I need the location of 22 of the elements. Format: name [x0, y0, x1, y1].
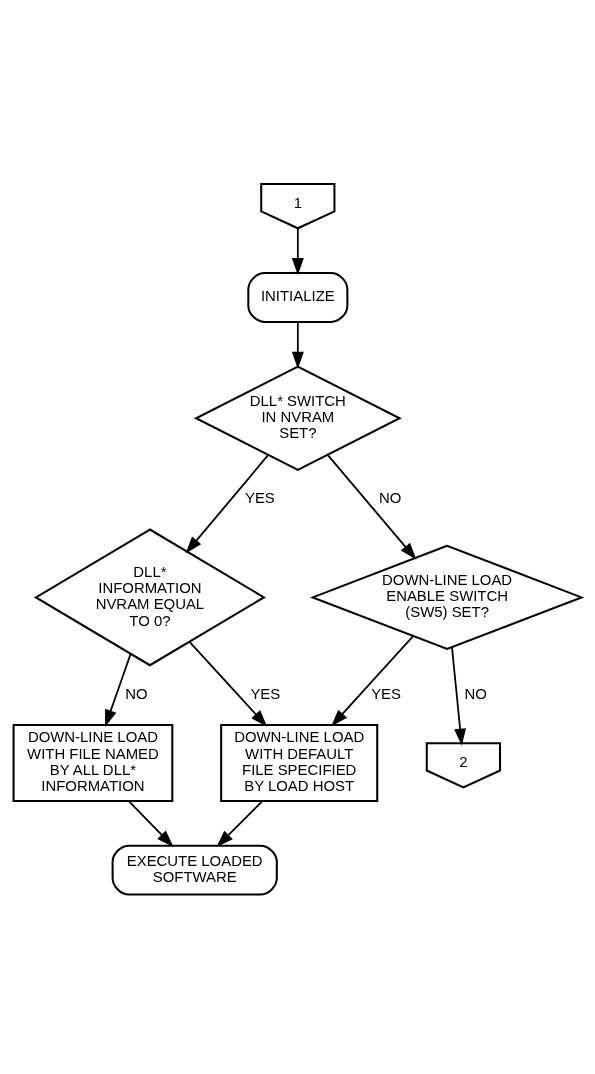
edge-label: YES	[244, 489, 275, 507]
arrow	[188, 641, 268, 727]
edge-label: NO	[464, 684, 487, 702]
node-box: EXECUTE LOADED SOFTWARE	[111, 844, 278, 896]
arrow	[291, 321, 304, 369]
edge-label: NO	[378, 489, 402, 507]
arrow	[326, 454, 417, 560]
node-box: DOWN-LINE LOAD WITH FILE NAMED BY ALL DLL* INFORMATION	[12, 723, 174, 802]
node-diamond: DLL* INFORMATION NVRAM EQUAL TO 0?	[33, 528, 266, 667]
arrow	[216, 800, 263, 848]
arrow	[331, 635, 415, 727]
edge-label: NO	[125, 684, 148, 702]
arrow	[185, 454, 270, 554]
edge-label: YES	[250, 684, 281, 702]
arrow	[105, 653, 132, 727]
arrow	[291, 227, 304, 276]
node-diamond: DLL* SWITCH IN NVRAM SET?	[193, 365, 402, 471]
arrow	[451, 646, 467, 746]
arrow	[128, 800, 174, 848]
node-box: DOWN-LINE LOAD WITH DEFAULT FILE SPECIFIED BY LOAD HOST	[220, 723, 379, 802]
edge-label: YES	[371, 684, 401, 702]
node-box: INITIALIZE	[247, 272, 349, 323]
